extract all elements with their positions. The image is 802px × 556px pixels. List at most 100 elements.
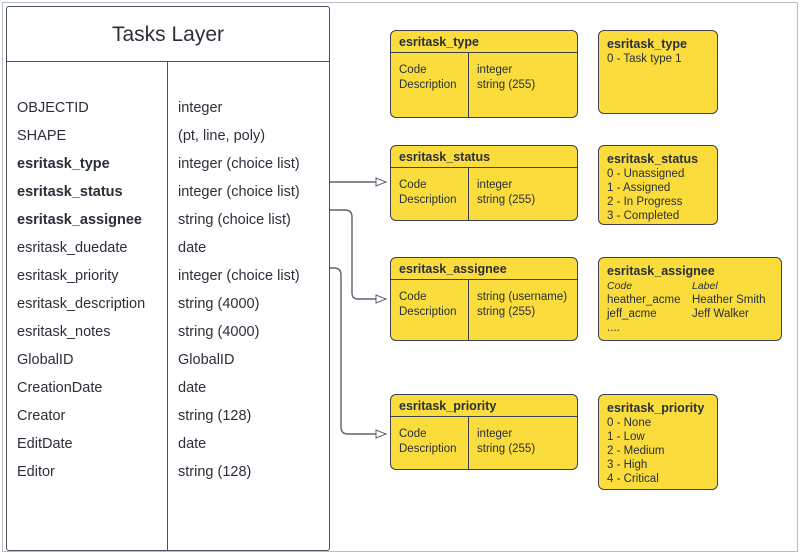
values-row: heather_acme Heather Smith: [607, 293, 773, 307]
field-name: CreationDate: [17, 380, 103, 396]
row-label: Description: [399, 443, 457, 455]
table-esritask-status: esritask_status Code Description integer…: [390, 145, 578, 221]
table-right-column: string (username) string (255): [477, 290, 567, 320]
field-name: OBJECTID: [17, 100, 89, 116]
values-title: esritask_type: [607, 37, 687, 51]
values-title: esritask_assignee: [607, 264, 715, 278]
values-title: esritask_status: [607, 152, 699, 166]
table-row: OBJECTID integer: [7, 94, 329, 122]
column-divider: [167, 62, 168, 550]
value-item: 1 - Low: [607, 431, 645, 443]
table-left-column: Code Description: [399, 427, 457, 457]
table-row: GlobalID GlobalID: [7, 346, 329, 374]
table-title: esritask_status: [391, 146, 577, 168]
row-label: Code: [399, 179, 427, 191]
row-label: Description: [399, 79, 457, 91]
table-row: SHAPE(pt, line, poly): [7, 122, 329, 150]
field-name: esritask_priority: [17, 268, 119, 284]
table-right-column: integer string (255): [477, 63, 535, 93]
row-value: string (username): [477, 291, 568, 303]
values-title: esritask_priority: [607, 401, 705, 415]
row-value: string (255): [477, 79, 536, 91]
table-body: Code Description string (username) strin…: [391, 280, 577, 340]
field-name: Editor: [17, 464, 55, 480]
table-left-column: Code Description: [399, 63, 457, 93]
row-value: integer: [477, 179, 513, 191]
table-body: Code Description integer string (255): [391, 168, 577, 220]
field-name: esritask_type: [17, 156, 110, 172]
value-code: jeff_acme: [607, 308, 657, 320]
field-name: esritask_description: [17, 296, 146, 312]
field-type: string (choice list): [178, 212, 291, 228]
field-type: GlobalID: [178, 352, 235, 368]
field-name: esritask_notes: [17, 324, 111, 340]
table-body: Code Description integer string (255): [391, 53, 577, 117]
table-row: esritask_status integer (choice list): [7, 178, 329, 206]
table-title: esritask_type: [391, 31, 577, 53]
row-label: Description: [399, 194, 457, 206]
field-name: SHAPE: [17, 128, 67, 144]
field-type: string (128): [178, 464, 252, 480]
field-name: Creator: [17, 408, 66, 424]
field-type: string (128): [178, 408, 252, 424]
value-label: Jeff Walker: [692, 308, 749, 320]
values-esritask-assignee: esritask_assignee Code Label heather_acm…: [598, 257, 782, 341]
values-header-code: Code: [607, 280, 633, 292]
field-type: integer (choice list): [178, 156, 300, 172]
row-value: string (255): [477, 194, 536, 206]
table-row: esritask_description string (4000): [7, 290, 329, 318]
table-title: esritask_priority: [391, 395, 577, 417]
values-row: ....: [607, 321, 773, 335]
field-name: esritask_status: [17, 184, 123, 200]
table-left-column: Code Description: [399, 178, 457, 208]
row-label: Code: [399, 428, 427, 440]
field-type: integer (choice list): [178, 184, 300, 200]
row-value: string (255): [477, 443, 536, 455]
row-value: string (255): [477, 306, 536, 318]
row-value: integer: [477, 428, 513, 440]
field-name: GlobalID: [17, 352, 74, 368]
table-column-divider: [468, 53, 469, 117]
value-label: Heather Smith: [692, 294, 766, 306]
table-right-column: integer string (255): [477, 178, 535, 208]
value-item: 3 - High: [607, 459, 648, 471]
values-esritask-type: esritask_type 0 - Task type 1: [598, 30, 718, 114]
field-type: string (4000): [178, 296, 260, 312]
values-row: jeff_acme Jeff Walker: [607, 307, 773, 321]
field-type: date: [178, 380, 207, 396]
field-name: esritask_assignee: [17, 212, 142, 228]
table-column-divider: [468, 417, 469, 469]
page-title: Tasks Layer: [7, 7, 329, 62]
values-header-row: Code Label: [607, 279, 773, 293]
table-esritask-type: esritask_type Code Description integer s…: [390, 30, 578, 118]
table-left-column: Code Description: [399, 290, 457, 320]
field-type: date: [178, 436, 207, 452]
values-esritask-priority: esritask_priority 0 - None 1 - Low 2 - M…: [598, 394, 718, 490]
table-row: Editor string (128): [7, 458, 329, 486]
field-type: integer (choice list): [178, 268, 300, 284]
table-row: Creator string (128): [7, 402, 329, 430]
table-row: esritask_priority integer (choice list): [7, 262, 329, 290]
table-right-column: integer string (255): [477, 427, 535, 457]
field-name: esritask_duedate: [17, 240, 128, 256]
value-item: 0 - None: [607, 417, 652, 429]
row-label: Code: [399, 291, 427, 303]
value-code: ....: [607, 322, 620, 334]
field-type: integer: [178, 100, 223, 116]
field-type: string (4000): [178, 324, 260, 340]
table-esritask-priority: esritask_priority Code Description integ…: [390, 394, 578, 470]
row-label: Code: [399, 64, 427, 76]
value-item: 2 - Medium: [607, 445, 665, 457]
table-row: esritask_type integer (choice list): [7, 150, 329, 178]
field-name: EditDate: [17, 436, 73, 452]
table-column-divider: [468, 280, 469, 340]
table-body: Code Description integer string (255): [391, 417, 577, 469]
row-label: Description: [399, 306, 457, 318]
value-item: 4 - Critical: [607, 473, 659, 485]
values-header-label: Label: [692, 280, 718, 292]
